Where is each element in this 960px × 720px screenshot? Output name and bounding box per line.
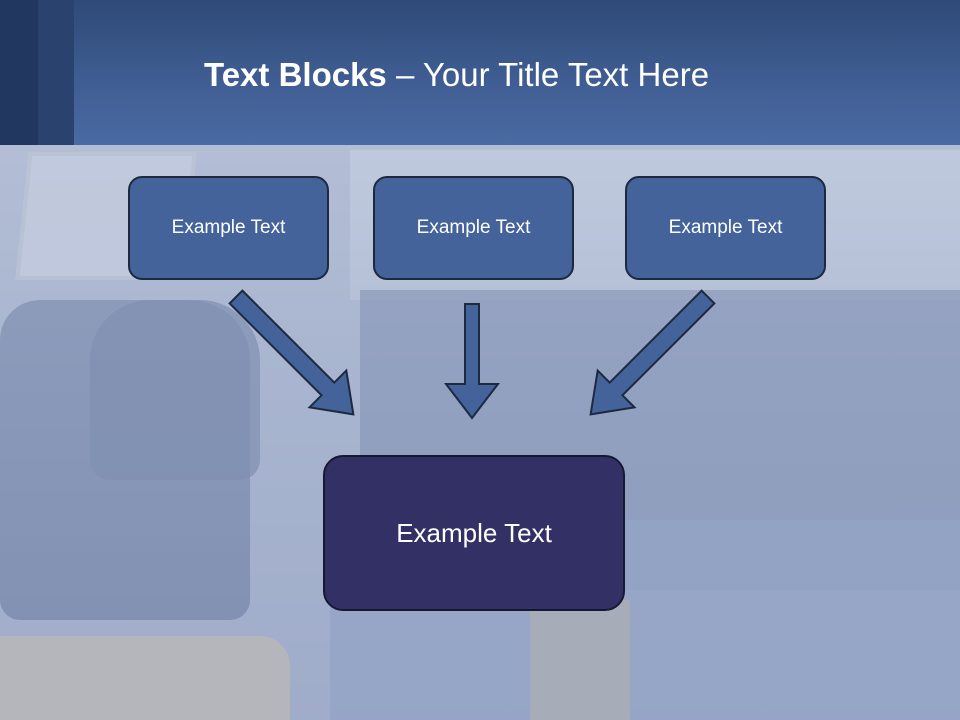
title-bold: Text Blocks — [204, 56, 387, 93]
text-box-bottom[interactable]: Example Text — [323, 455, 625, 611]
slide-title: Text Blocks – Your Title Text Here — [204, 56, 709, 94]
header-accent-strip — [0, 0, 38, 145]
title-rest: – Your Title Text Here — [386, 56, 710, 93]
arrow-left — [228, 289, 355, 416]
text-box-top-left[interactable]: Example Text — [128, 176, 329, 280]
header-accent-strip-2 — [38, 0, 74, 145]
seat-shape-back — [90, 300, 260, 480]
arrow-center — [443, 303, 501, 420]
header-bar: Text Blocks – Your Title Text Here — [0, 0, 960, 145]
arrow-right — [589, 289, 716, 416]
wood-panel-shape — [530, 600, 630, 720]
table-shape — [0, 636, 290, 720]
text-box-top-center[interactable]: Example Text — [373, 176, 574, 280]
text-box-top-right[interactable]: Example Text — [625, 176, 826, 280]
